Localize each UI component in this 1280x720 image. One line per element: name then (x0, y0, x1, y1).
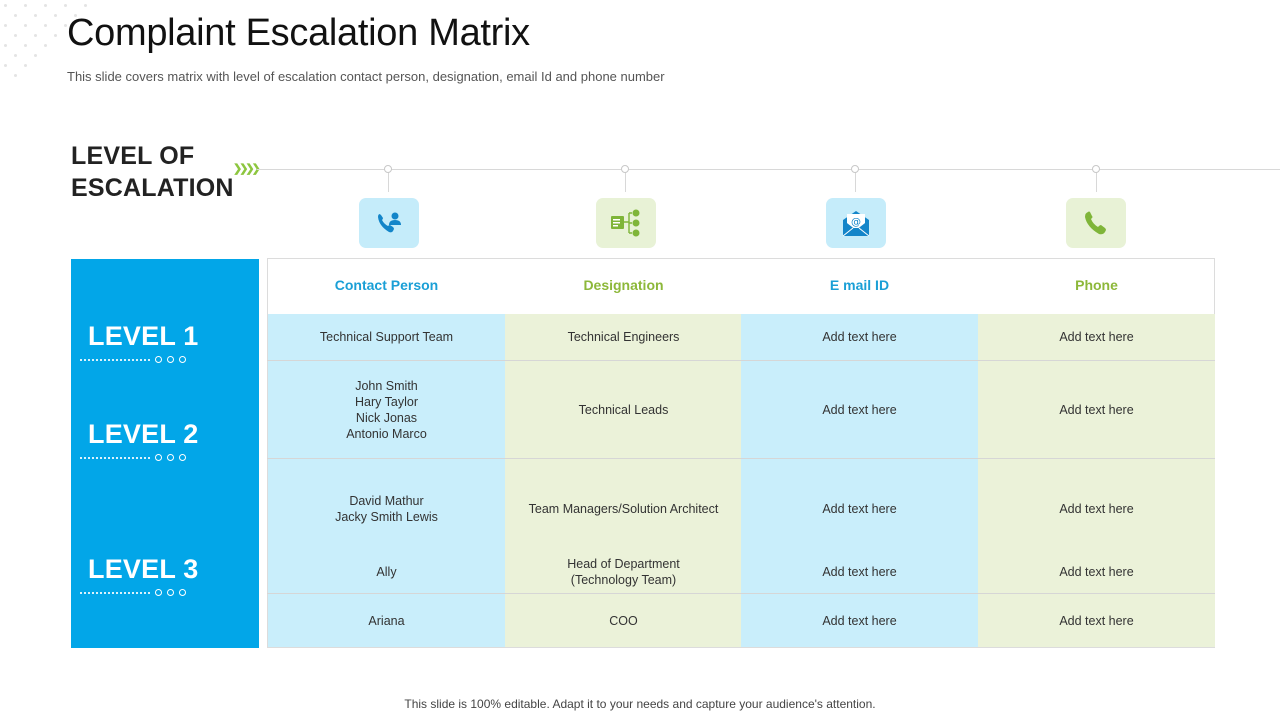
connector-tick (388, 170, 389, 192)
connector-dot (384, 165, 392, 173)
email-cell: Add text here (822, 564, 897, 579)
decorative-dot-grid (4, 4, 96, 84)
column-bg-email (741, 314, 978, 647)
level-1-circle (179, 356, 186, 363)
connector-tick (625, 170, 626, 192)
email-cell: Add text here (822, 502, 897, 516)
level-1-dotted-line (80, 359, 150, 361)
email-cell: Add text here (822, 614, 897, 628)
page-title: Complaint Escalation Matrix (67, 12, 530, 54)
contact-cell: David Mathur Jacky Smith Lewis (335, 494, 438, 524)
phone-cell: Add text here (1059, 564, 1134, 579)
contact-cell: Ariana (368, 614, 405, 628)
contact-person-icon (359, 198, 419, 248)
level-2-circle (179, 454, 186, 461)
page-subtitle: This slide covers matrix with level of e… (67, 69, 665, 84)
level-1-label: LEVEL 1 (88, 321, 199, 351)
connector-tick (1096, 170, 1097, 192)
email-cell: Add text here (822, 330, 897, 344)
org-chart-icon (596, 198, 656, 248)
contact-cell: Technical Support Team (319, 330, 454, 344)
designation-cell: Team Managers/Solution Architect (528, 502, 719, 516)
contact-cell: Ally (376, 564, 397, 579)
email-cell: Add text here (822, 402, 897, 417)
row-divider (267, 593, 1215, 594)
header-phone: Phone (1075, 277, 1118, 293)
phone-cell: Add text here (1059, 502, 1134, 516)
designation-cell: Technical Leads (578, 402, 669, 417)
header-designation: Designation (583, 277, 664, 293)
level-of-escalation-heading: LEVEL OF ESCALATION (71, 140, 234, 204)
level-3-label: LEVEL 3 (88, 554, 199, 584)
connector-dot (1092, 165, 1100, 173)
column-bg-phone (978, 314, 1215, 647)
level-1-circle (167, 356, 174, 363)
level-2-circle (167, 454, 174, 461)
level-2-dotted-line (80, 457, 150, 459)
header-contact-person: Contact Person (334, 277, 439, 293)
contact-cell: John Smith Hary Taylor Nick Jonas Antoni… (346, 378, 427, 441)
level-heading-line-1: LEVEL OF (71, 142, 195, 170)
level-1-circle (155, 356, 162, 363)
phone-cell: Add text here (1059, 330, 1134, 344)
level-2-circle (155, 454, 162, 461)
column-bg-designation (505, 314, 742, 647)
timeline-line (257, 169, 1280, 170)
level-3-circle (167, 589, 174, 596)
designation-cell: Technical Engineers (567, 330, 680, 344)
row-divider (267, 360, 1215, 361)
header-email-id: E mail ID (829, 277, 890, 293)
designation-cell: Head of Department (Technology Team) (567, 556, 680, 587)
level-2-label: LEVEL 2 (88, 419, 199, 449)
designation-cell: COO (609, 614, 638, 628)
email-envelope-icon: @ (826, 198, 886, 248)
connector-dot (621, 165, 629, 173)
footer-note: This slide is 100% editable. Adapt it to… (404, 697, 876, 711)
level-3-dotted-line (80, 592, 150, 594)
level-3-circle (179, 589, 186, 596)
chevron-arrows-icon: ❯❯❯❯ (233, 163, 261, 175)
phone-cell: Add text here (1059, 402, 1134, 417)
phone-cell: Add text here (1059, 614, 1134, 628)
row-divider (267, 458, 1215, 459)
connector-tick (855, 170, 856, 192)
connector-dot (851, 165, 859, 173)
column-bg-contact (268, 314, 505, 647)
svg-text:@: @ (851, 217, 861, 228)
levels-sidebar (71, 259, 259, 648)
phone-icon (1066, 198, 1126, 248)
level-heading-line-2: ESCALATION (71, 174, 234, 202)
level-3-circle (155, 589, 162, 596)
